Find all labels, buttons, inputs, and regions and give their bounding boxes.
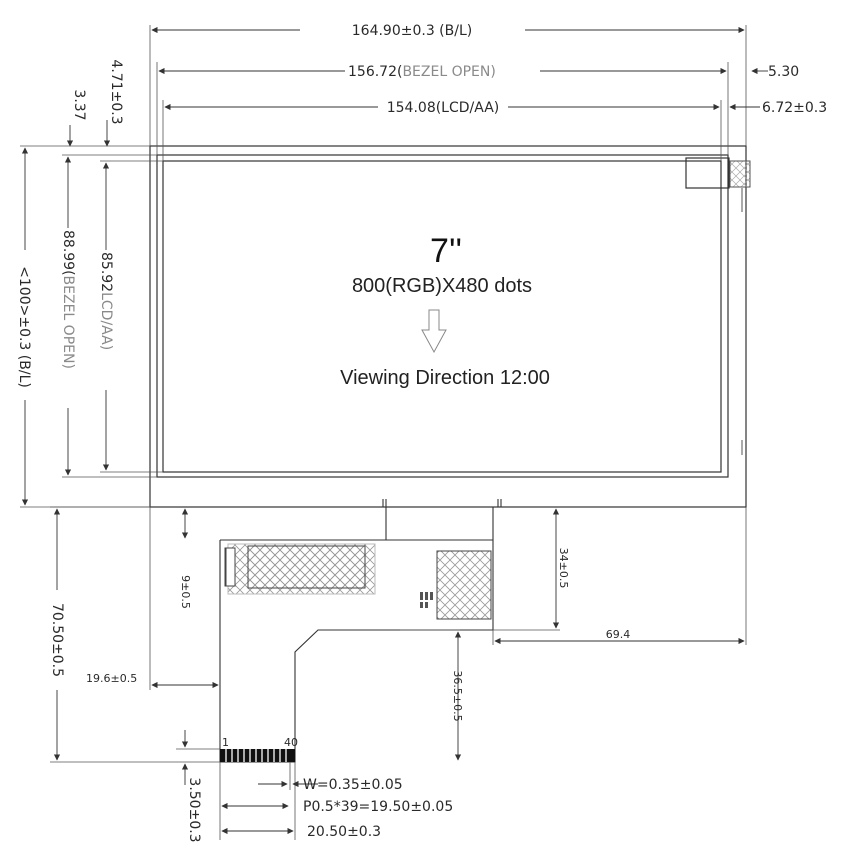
right-offset-1-label: 5.30	[768, 64, 799, 80]
bezel-open-width-value: 156.72(	[348, 64, 402, 80]
bezel-open-height-label: 88.99(BEZEL OPEN)	[60, 230, 76, 369]
lcd-aa-height-value: 85.92	[98, 252, 114, 292]
fpc-controller-chip	[436, 550, 492, 620]
panel-resolution-label: 800(RGB)X480 dots	[352, 275, 532, 297]
fpc-tail-length-label: 36.5±0.5	[451, 670, 464, 721]
top-offset-1-label: 4.71±0.3	[108, 59, 124, 124]
backlight-width-label: 164.90±0.3 (B/L)	[352, 23, 472, 39]
fpc-tab-height-label: 9±0.5	[179, 575, 192, 609]
backlight-height-label: <100>±0.3 (B/L)	[16, 266, 32, 388]
fpc-ic-block	[247, 545, 366, 589]
connector-block-height-label: 34±0.5	[557, 548, 570, 589]
viewing-direction-arrow-icon	[421, 309, 447, 354]
bezel-open-width-label: 156.72(BEZEL OPEN)	[348, 64, 496, 80]
fpc-end-thickness-label: 3.50±0.3	[186, 777, 202, 842]
fpc-total-length-label: 70.50±0.5	[49, 603, 65, 677]
pin-first-label: 1	[222, 736, 229, 749]
lcd-aa-height-label: 85.92LCD/AA)	[98, 252, 114, 350]
panel-size-label: 7''	[430, 232, 462, 270]
fpc-end-width-label: 20.50±0.3	[307, 824, 381, 840]
fpc-pin-contacts	[220, 749, 295, 762]
backlight-tab-block	[685, 157, 730, 189]
bezel-open-outline	[156, 154, 729, 478]
connector-block-offset-label: 69.4	[606, 628, 631, 641]
bezel-open-height-value: 88.99(	[60, 230, 76, 276]
fpc-small-pads	[420, 592, 433, 608]
backlight-tab-hatch	[729, 160, 751, 188]
lcd-aa-width-label: 154.08(LCD/AA)	[387, 100, 500, 116]
pin-last-label: 40	[284, 736, 298, 749]
top-offset-2-label: 3.37	[71, 89, 87, 120]
pin-width-label: W=0.35±0.05	[303, 777, 403, 793]
lcd-active-area	[162, 160, 722, 473]
bezel-open-height-suffix: BEZEL OPEN)	[60, 276, 76, 369]
module-outline	[149, 145, 747, 508]
bezel-open-width-suffix: BEZEL OPEN)	[402, 64, 495, 80]
fpc-outline	[219, 499, 502, 763]
right-offset-2-label: 6.72±0.3	[762, 100, 827, 116]
viewing-direction-label: Viewing Direction 12:00	[340, 367, 550, 389]
fpc-left-offset-label: 19.6±0.5	[86, 672, 137, 685]
pin-pitch-label: P0.5*39=19.50±0.05	[303, 799, 453, 815]
lcd-aa-height-suffix: LCD/AA)	[98, 292, 114, 350]
